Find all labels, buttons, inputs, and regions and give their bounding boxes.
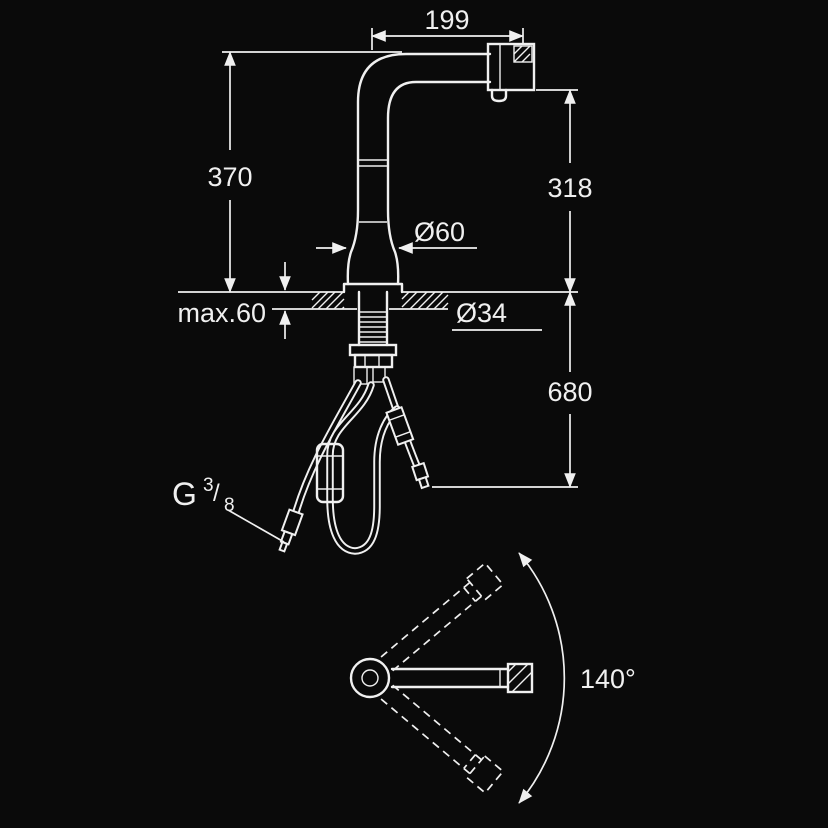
counter-hatch-right [401, 291, 449, 310]
dim-total-height: 370 [207, 51, 402, 293]
dim-value-318: 318 [547, 173, 592, 203]
dim-value-d34: Ø34 [456, 298, 507, 328]
thread-size: G 3 / 8 [172, 467, 285, 543]
nut-facets [364, 355, 380, 367]
spout-inner-profile [386, 80, 492, 286]
front-view: 199 370 318 680 Ø60 [172, 5, 593, 555]
faucet-outline [342, 52, 492, 294]
hose-connector-block-right [372, 366, 386, 383]
swivel-arm-lower [380, 684, 505, 795]
spray-outlet-nub [490, 88, 508, 103]
spout-head-hatch-block [513, 45, 533, 63]
spout-head [486, 42, 536, 103]
counter-deck [178, 291, 578, 310]
dim-hole-diameter: Ø34 [452, 298, 542, 331]
swivel-angle-label: 140° [580, 664, 636, 694]
swivel-arm-solid [390, 662, 534, 694]
mounting-plate [348, 343, 398, 357]
dim-value-680: 680 [547, 377, 592, 407]
dim-spout-height: 318 [536, 89, 593, 293]
body-joint-lines [358, 159, 388, 223]
hub-inner-circle [361, 669, 379, 687]
hub-outer-circle [349, 657, 391, 699]
hose-fitting-right-end [411, 461, 430, 490]
dim-value-d60: Ø60 [414, 217, 465, 247]
dim-spout-reach: 199 [371, 5, 524, 50]
hoses [278, 376, 430, 555]
mounting-shank [348, 290, 398, 385]
swivel-hub [349, 657, 391, 699]
hose-fitting-right-mid [385, 405, 415, 446]
shank-sides [357, 290, 389, 347]
dim-deck-thickness: max.60 [177, 262, 291, 339]
dim-install-depth: 680 [432, 291, 593, 488]
dim-base-diameter: Ø60 [316, 217, 477, 254]
counter-hatch-left [311, 291, 345, 310]
arm-end-cap-dashed [465, 754, 505, 795]
dim-value-370: 370 [207, 162, 252, 192]
dim-value-max60: max.60 [177, 298, 266, 328]
spout-head-body [486, 42, 536, 92]
arm-end-cap-dashed [465, 561, 505, 602]
swivel-arc [518, 552, 566, 804]
shank-threads [359, 311, 387, 343]
hose-weight [315, 442, 345, 504]
dim-value-199: 199 [424, 5, 469, 35]
spout-outer-profile [346, 52, 492, 286]
hose-fitting-left [278, 508, 304, 553]
top-view: 140° [349, 552, 636, 804]
leader-line [227, 509, 285, 543]
swivel-arm-upper [380, 561, 505, 672]
base-flange [342, 282, 404, 294]
mounting-nut [353, 353, 394, 369]
thread-size-label: G 3 / 8 [172, 467, 235, 516]
